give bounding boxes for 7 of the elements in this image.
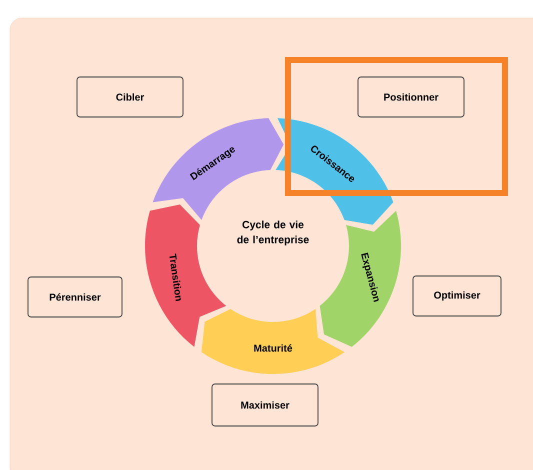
label-box: Maximiser <box>212 384 318 426</box>
label-box: Pérenniser <box>28 276 122 318</box>
ring-segment: Transition <box>145 204 226 347</box>
ring-segment: Maturité <box>201 309 345 374</box>
label-box: Optimiser <box>412 276 502 316</box>
label-box: Cibler <box>76 76 184 118</box>
label-box: Positionner <box>358 76 464 118</box>
